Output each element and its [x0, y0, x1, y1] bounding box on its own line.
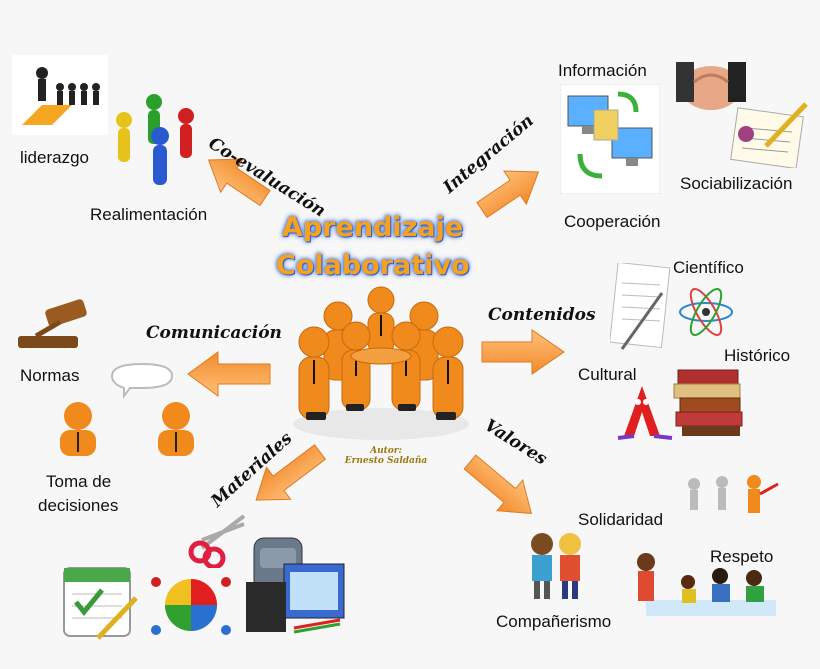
title-line-1: Aprendizaje: [282, 212, 464, 243]
arrow-comunicacion: [187, 351, 271, 397]
branch-contenidos: Contenidos: [488, 305, 596, 325]
title-line-2: Colaborativo: [276, 250, 470, 281]
leaf-cooperacion: Cooperación: [564, 212, 661, 231]
arrow-integracion: [476, 170, 540, 219]
branch-comunicacion: Comunicación: [146, 323, 282, 343]
handshake-icon: [676, 62, 746, 110]
leaf-toma-de-decisiones-line-1: Toma de: [46, 472, 112, 491]
gavel-icon: [18, 299, 87, 348]
leaf-companerismo: Compañerismo: [496, 612, 612, 631]
companions-kids-icon: [531, 533, 581, 599]
signed-document-icon: [730, 102, 808, 168]
letter-a-character-icon: [617, 386, 673, 440]
leaf-liderazgo: liderazgo: [20, 148, 89, 167]
team-figures-illustration: [293, 286, 469, 440]
math-paper-icon: [610, 263, 670, 350]
two-people-speech-icon: [60, 362, 194, 456]
school-supplies-icon: [246, 537, 345, 634]
leaf-cultural: Cultural: [578, 365, 637, 384]
computers-exchange-icon: [560, 84, 660, 194]
leaf-sociabilizacion: Sociabilización: [680, 174, 793, 193]
arrow-contenidos: [481, 329, 565, 375]
author-label: Autor:: [370, 446, 402, 456]
children-playing-icon: [637, 553, 776, 616]
leaf-realimentacion: Realimentación: [90, 205, 208, 224]
leaf-historico: Histórico: [724, 346, 791, 365]
puzzle-people-icon: [151, 577, 231, 635]
leaf-solidaridad: Solidaridad: [578, 510, 664, 529]
arrow-co-evaluacion: [207, 158, 271, 207]
arrow-materiales: [255, 444, 327, 501]
leaf-normas: Normas: [20, 366, 80, 385]
atom-icon: [679, 288, 733, 336]
scissors-icon: [188, 514, 246, 568]
leadership-icon: [12, 55, 108, 135]
books-stack-icon: [673, 369, 743, 436]
arrow-valores: [463, 454, 532, 514]
leaf-informacion: Información: [558, 61, 647, 80]
leaf-respeto: Respeto: [710, 547, 774, 566]
author-block: Autor: Ernesto Saldaña: [336, 446, 436, 466]
checklist-calendar-icon: [63, 567, 138, 640]
author-name: Ernesto Saldaña: [344, 456, 428, 466]
feedback-circle-icon: [116, 94, 194, 185]
relay-runners-icon: [688, 475, 779, 513]
leaf-cientifico: Científico: [673, 258, 744, 277]
leaf-toma-de-decisiones-line-2: decisiones: [38, 496, 119, 515]
